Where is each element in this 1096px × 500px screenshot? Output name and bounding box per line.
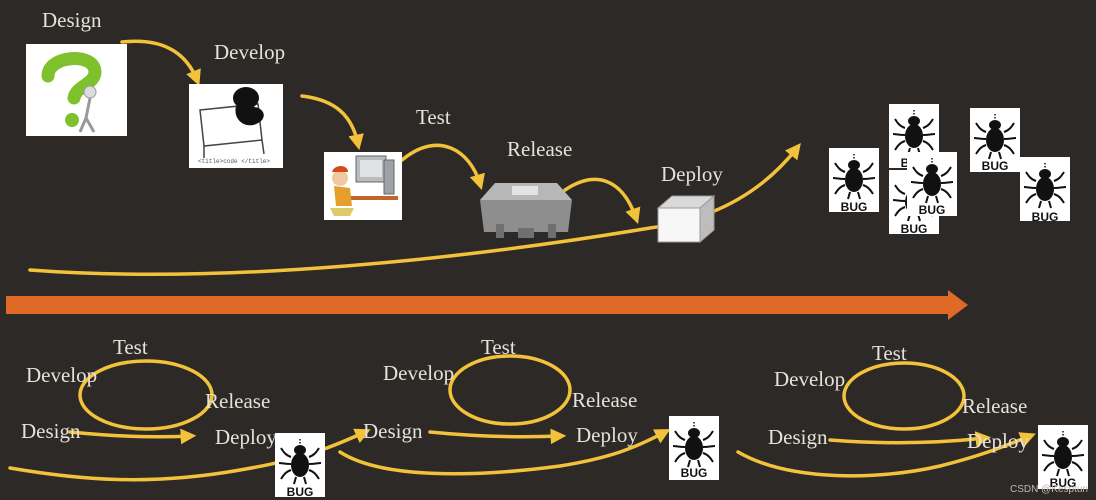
cycle-label-test: Test <box>113 335 148 359</box>
step-label-test: Test <box>416 105 451 129</box>
cycle-loop <box>78 359 214 431</box>
timeline-arrow <box>6 290 968 320</box>
cycle-label-design: Design <box>768 425 828 449</box>
svg-text:BUG: BUG <box>901 222 928 236</box>
step-label-deploy: Deploy <box>661 162 723 186</box>
tester-computer-icon <box>324 152 402 220</box>
svg-text:<title>code </title>: <title>code </title> <box>198 158 270 165</box>
cycle-label-test: Test <box>481 335 516 359</box>
cycle-label-release: Release <box>962 394 1027 418</box>
iteration-cycle-3: Test Develop Release Design Deploy BUG <box>736 341 1088 490</box>
svg-text:BUG: BUG <box>982 159 1009 173</box>
bug-cluster-top: BUG BUG BUG BUG BUG BUG <box>829 104 1070 236</box>
arrow-develop-to-test <box>300 94 364 151</box>
cycle-label-release: Release <box>205 389 270 413</box>
iteration-cycle-1: Test Develop Release Design Deploy BUG <box>8 335 371 499</box>
iteration-cycle-2: Test Develop Release Design Deploy BUG <box>338 335 719 480</box>
arrow-design-to-develop <box>120 39 201 86</box>
cycle-label-release: Release <box>572 388 637 412</box>
question-mark-icon <box>26 44 127 136</box>
bug-icon: BUG <box>970 108 1020 173</box>
developer-at-desk-icon: <title>code </title> <box>189 84 283 168</box>
step-label-design: Design <box>42 8 102 32</box>
svg-text:BUG: BUG <box>287 485 314 499</box>
svg-text:BUG: BUG <box>1050 476 1077 490</box>
arrow-release-to-deploy <box>563 177 641 224</box>
bug-icon: BUG <box>1038 424 1088 490</box>
cycle-loop <box>842 361 966 431</box>
svg-text:BUG: BUG <box>1032 210 1059 224</box>
release-server-icon <box>480 183 572 238</box>
cycle-loop <box>448 354 572 426</box>
cycle-label-deploy: Deploy <box>576 423 638 447</box>
bug-icon: BUG <box>669 416 719 480</box>
svg-text:BUG: BUG <box>681 466 708 480</box>
bug-icon: BUG <box>275 432 325 499</box>
bug-icon: BUG <box>889 170 939 236</box>
cycle-label-develop: Develop <box>26 363 97 387</box>
bug-icon: BUG <box>1020 156 1070 224</box>
cycle-label-test: Test <box>872 341 907 365</box>
cycle-label-develop: Develop <box>774 367 845 391</box>
cycle-label-develop: Develop <box>383 361 454 385</box>
svg-text:BUG: BUG <box>841 200 868 214</box>
deploy-box-icon <box>656 194 716 244</box>
step-label-develop: Develop <box>214 40 285 64</box>
step-label-release: Release <box>507 137 572 161</box>
cycle-label-design: Design <box>21 419 81 443</box>
arrow-test-to-release <box>400 143 485 191</box>
svg-text:BUG: BUG <box>919 203 946 217</box>
cycle-label-deploy: Deploy <box>215 425 277 449</box>
cycle-label-design: Design <box>363 419 423 443</box>
bug-icon: BUG <box>907 152 957 217</box>
long-feedback-arrow <box>28 143 801 277</box>
bug-icon: BUG <box>829 148 879 214</box>
watermark-text: CSDN @Kesptun <box>1010 484 1088 495</box>
cycle-label-deploy: Deploy <box>967 429 1029 453</box>
